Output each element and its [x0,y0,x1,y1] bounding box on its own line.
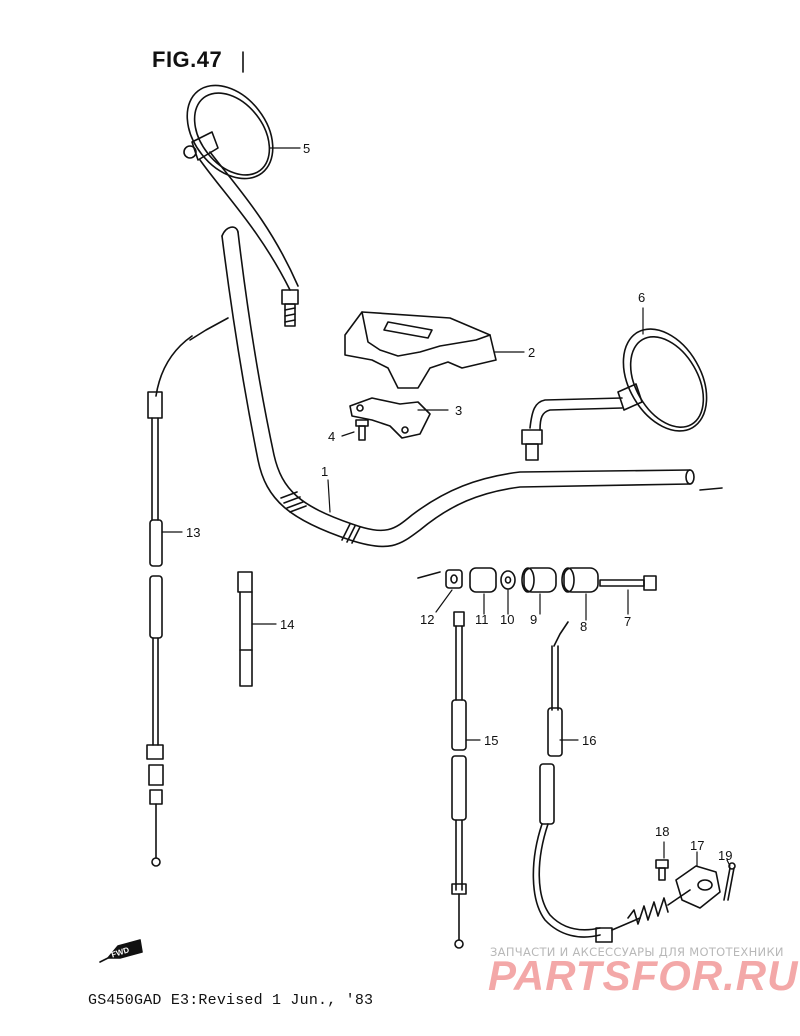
fwd-arrow-tip [99,957,109,963]
label-14: 14 [280,617,294,632]
clutch-cable [451,611,467,949]
label-13: 13 [186,525,200,540]
label-16: 16 [582,733,596,748]
fwd-arrow-icon [107,939,143,959]
clamp [237,571,253,687]
lever-bracket [675,865,721,909]
label-11: 11 [475,612,489,627]
leader-lines [161,147,731,867]
figure-title: FIG.47 [152,47,223,72]
label-8: 8 [580,619,587,634]
handlebar [221,226,695,548]
mirror-right [521,328,708,461]
label-15: 15 [484,733,498,748]
cotter-pin [723,862,736,901]
footer-model-revision: GS450GAD E3:Revised 1 Jun., '83 [88,992,374,1009]
label-12: 12 [420,612,434,627]
brake-cable [532,621,691,943]
label-10: 10 [500,612,514,627]
holder-plate [349,397,431,439]
weight-9 [521,567,557,593]
label-6: 6 [638,290,645,305]
label-5: 5 [303,141,310,156]
holder-bolt [355,419,369,441]
weight-8 [561,567,599,593]
watermark-logo: PARTSFOR.RU [488,952,799,999]
bolt-7 [599,575,657,591]
holder-cover [344,311,497,389]
throttle-cable [146,317,229,867]
label-3: 3 [455,403,462,418]
label-9: 9 [530,612,537,627]
bolt-18 [655,859,669,881]
label-18: 18 [655,824,669,839]
part-labels: 5 6 2 3 4 1 13 14 15 16 7 8 9 10 11 12 1… [110,141,732,960]
watermark-tagline: ЗАПЧАСТИ И АКСЕССУАРЫ ДЛЯ МОТОТЕХНИКИ [490,945,784,959]
axis-dashes [417,487,723,579]
label-7: 7 [624,614,631,629]
spacer-11 [469,567,497,593]
label-1: 1 [321,464,328,479]
nut-12 [445,569,463,589]
mirror-left [183,84,299,327]
washer-10 [500,570,516,590]
label-17: 17 [690,838,704,853]
label-4: 4 [328,429,335,444]
label-2: 2 [528,345,535,360]
label-19: 19 [718,848,732,863]
